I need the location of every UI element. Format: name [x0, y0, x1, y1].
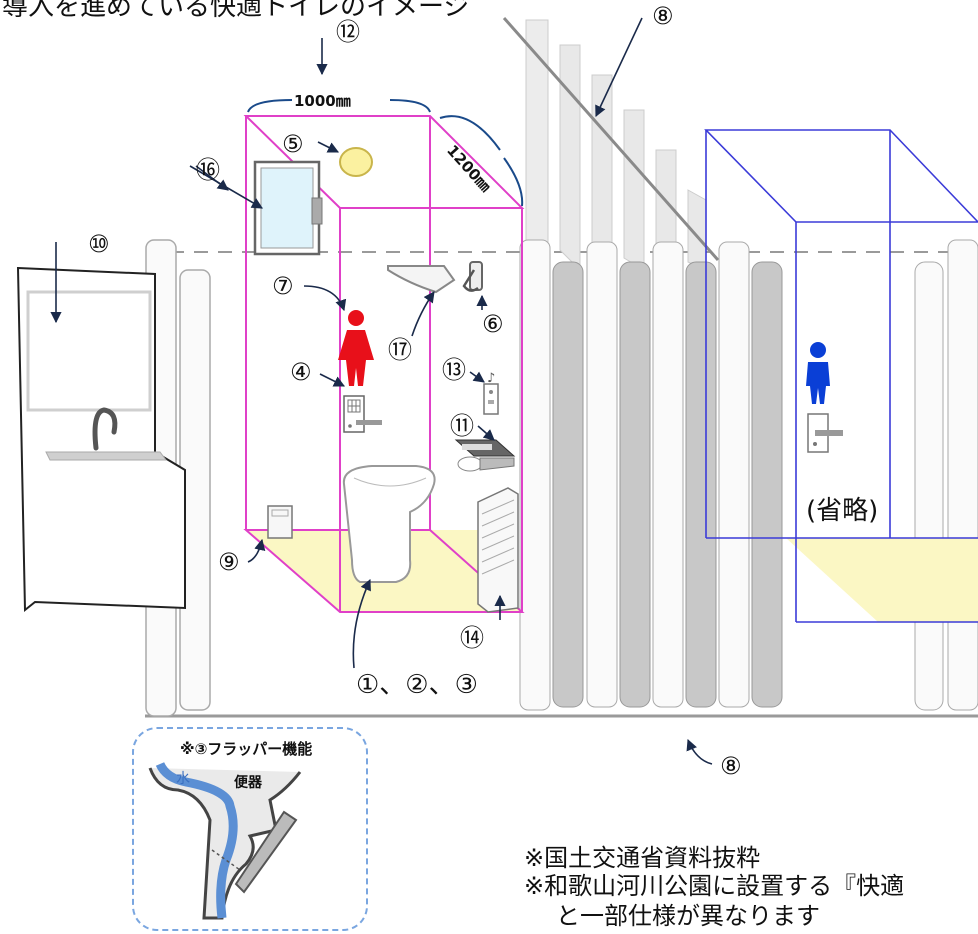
- male-door-lock-panel: [807, 413, 843, 453]
- female-booth-frame: [243, 115, 525, 613]
- arrow-16b: [189, 165, 263, 209]
- arrow-13: [469, 371, 485, 383]
- callout-4: ④: [290, 358, 312, 386]
- callout-arrows: [50, 17, 713, 765]
- callout-5: ⑤: [282, 130, 304, 158]
- heater: [477, 487, 519, 613]
- callout-9: ⑨: [218, 548, 240, 576]
- note-line-2: ※和歌山河川公園に設置する『快適: [524, 872, 905, 900]
- arrow-11: [477, 425, 495, 441]
- inset-toilet-label: 便器: [234, 775, 262, 791]
- arrow-123: [352, 578, 371, 669]
- toilet: [342, 465, 436, 583]
- ceiling-light-icon: [339, 147, 373, 177]
- privacy-louvers-top: [502, 17, 720, 272]
- callout-14: ⑭: [460, 624, 484, 652]
- arrow-9: [247, 538, 266, 563]
- note-line-1: ※国土交通省資料抜粋: [524, 844, 761, 872]
- header-text: 導入を進めている快適トイレのイメージ: [2, 0, 470, 22]
- callout-13: ⑬: [442, 356, 466, 384]
- washbasin-unit: [16, 266, 186, 613]
- arrow-7: [303, 285, 347, 312]
- male-booth-frame: [704, 129, 978, 623]
- width-dimension-label: 1000㎜: [294, 92, 351, 110]
- callout-11: ⑪: [450, 412, 474, 440]
- arrow-8-bottom: [686, 738, 713, 765]
- arrow-5: [317, 141, 340, 153]
- music-note-icon: ♪: [487, 371, 495, 386]
- male-toilet-icon: [806, 342, 830, 404]
- arrow-8-top: [595, 17, 643, 118]
- female-toilet-icon: [338, 310, 374, 386]
- callout-12: ⑫: [336, 18, 360, 46]
- music-speaker: [483, 383, 499, 415]
- window: [253, 160, 323, 256]
- arrow-17: [411, 291, 435, 337]
- inset-title: ※③フラッパー機能: [180, 740, 313, 758]
- sanitary-box: [267, 505, 293, 539]
- callout-7: ⑦: [272, 272, 294, 300]
- inset-water-label: 水: [176, 771, 190, 787]
- door-lock-panel: [343, 395, 382, 433]
- flapper-inset: [132, 727, 368, 931]
- paper-holder: [454, 439, 516, 472]
- callout-1-2-3: ①、②、③: [356, 670, 478, 700]
- callout-16: ⑯: [196, 156, 220, 184]
- arrow-4: [319, 373, 346, 387]
- callout-8-top: ⑧: [652, 2, 674, 30]
- shelf: [387, 265, 456, 294]
- coat-hook: [462, 261, 483, 292]
- width-dimension-bracket: [247, 99, 431, 113]
- note-line-3: と一部仕様が異なります: [556, 902, 820, 930]
- callout-8-bottom: ⑧: [720, 752, 742, 780]
- right-post-edge: [947, 239, 978, 711]
- right-post: [914, 261, 944, 711]
- omitted-label: (省略): [806, 496, 879, 526]
- callout-10: ⑩: [88, 230, 110, 258]
- callout-6: ⑥: [482, 310, 504, 338]
- privacy-panels: [519, 239, 783, 711]
- depth-dimension-bracket: [439, 115, 524, 207]
- male-booth-floor: [786, 538, 978, 622]
- callout-17: ⑰: [388, 336, 412, 364]
